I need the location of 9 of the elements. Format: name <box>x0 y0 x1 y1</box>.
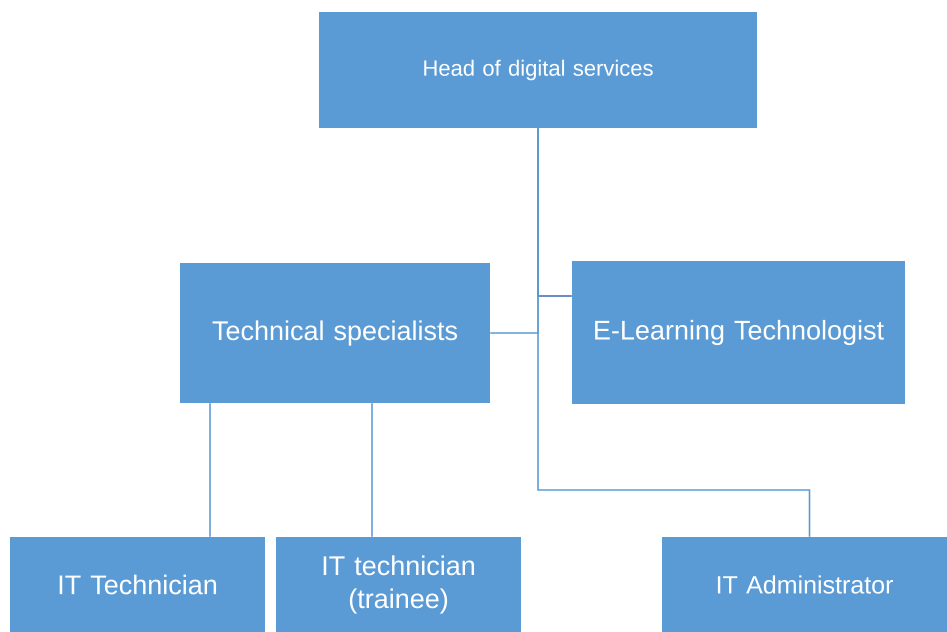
org-box: IT technician (trainee) <box>276 537 521 632</box>
org-box: Head of digital services <box>319 12 757 128</box>
org-box: IT Technician <box>10 537 265 632</box>
connector-line <box>371 403 373 537</box>
connector-line <box>209 403 211 537</box>
org-box: Technical specialists <box>180 263 490 403</box>
org-box: E-Learning Technologist <box>572 261 905 404</box>
connector-line <box>537 128 810 537</box>
org-box: IT Administrator <box>662 537 947 632</box>
